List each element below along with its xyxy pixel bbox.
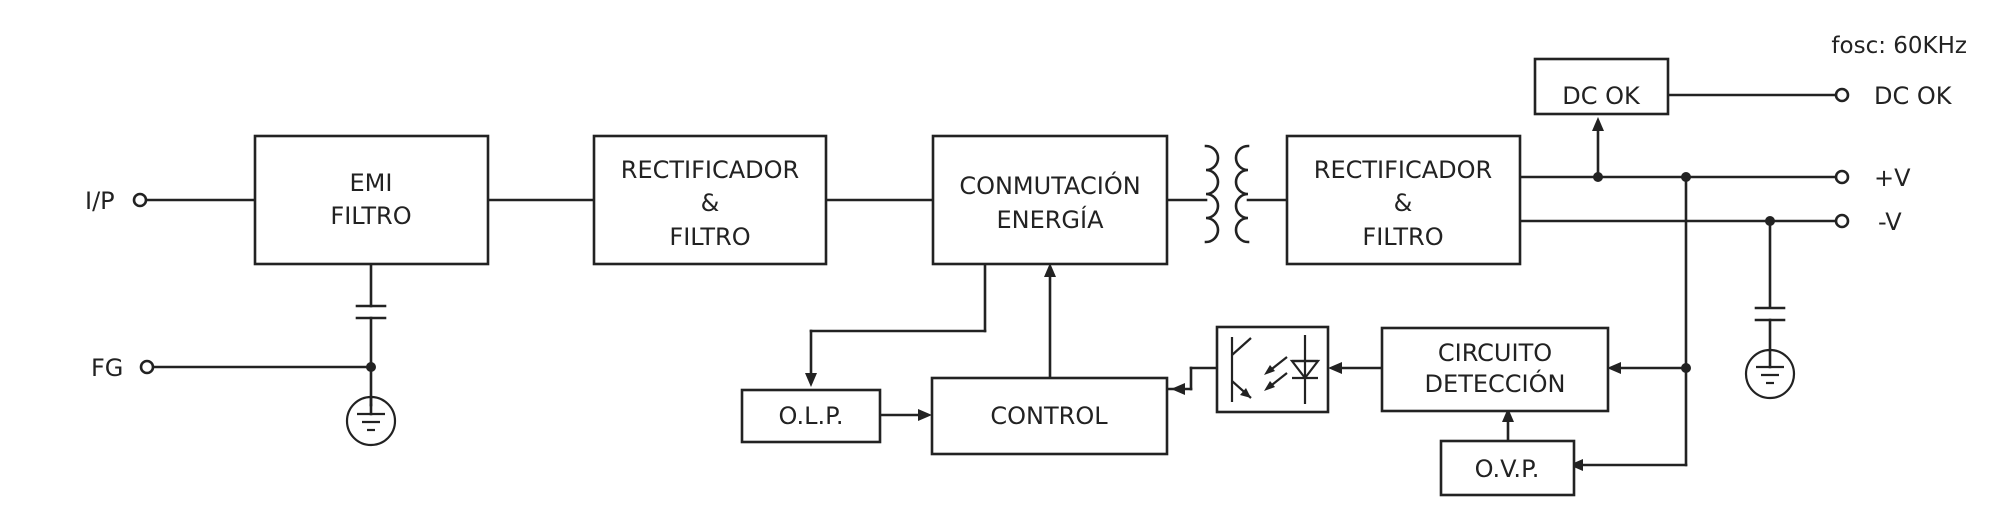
block-input-rectifier: RECTIFICADOR & FILTRO [592,134,828,266]
terminal-icon [1834,169,1850,185]
arrow-to-dc-ok [1592,117,1604,131]
junction-dots [366,172,1775,373]
terminal-icon [139,359,155,375]
terminal-input: I/P [85,187,148,215]
svg-text:DC OK: DC OK [1874,82,1953,110]
svg-text:O.L.P.: O.L.P. [779,402,844,430]
wiring [143,93,1838,467]
svg-text:FILTRO: FILTRO [1362,223,1443,251]
arrow-ovp-to-detection [1502,408,1514,422]
terminal-plus-v: +V [1834,164,1911,192]
arrow-to-optocoupler [1328,362,1342,374]
arrow-to-detection [1607,362,1621,374]
svg-text:&: & [1394,189,1413,217]
block-dc-ok: DC OK [1533,57,1670,116]
svg-text:+V: +V [1874,164,1911,192]
svg-text:FILTRO: FILTRO [669,223,750,251]
block-detection: CIRCUITO DETECCIÓN [1380,326,1610,413]
arrow-to-ovp [1569,459,1583,471]
svg-text:&: & [701,189,720,217]
arrow-to-switching [1044,263,1056,277]
terminal-icon [1834,213,1850,229]
svg-text:ENERGÍA: ENERGÍA [996,205,1104,234]
svg-text:CONTROL: CONTROL [990,402,1108,430]
frequency-note: fosc: 60KHz [1831,33,1967,59]
svg-text:DC OK: DC OK [1562,82,1641,110]
terminal-icon [1834,87,1850,103]
svg-text:RECTIFICADOR: RECTIFICADOR [1314,156,1492,184]
ground-icon [1744,348,1796,400]
svg-text:FILTRO: FILTRO [330,202,411,230]
svg-text:RECTIFICADOR: RECTIFICADOR [621,156,799,184]
terminal-minus-v: -V [1834,208,1902,236]
svg-text:-V: -V [1878,208,1902,236]
svg-text:I/P: I/P [85,187,115,215]
svg-text:CIRCUITO: CIRCUITO [1438,339,1552,367]
terminal-dc-ok: DC OK [1834,82,1953,110]
svg-text:CONMUTACIÓN: CONMUTACIÓN [959,170,1140,200]
ground-icon [345,395,397,447]
terminal-frame-ground: FG [91,354,155,382]
arrowheads [805,117,1621,471]
block-olp: O.L.P. [740,388,882,444]
transformer-icon [1204,144,1250,244]
arrow-to-olp [805,373,817,387]
svg-text:EMI: EMI [350,169,393,197]
optocoupler-icon [1215,325,1330,414]
capacitor-icon [1754,306,1786,322]
block-ovp: O.V.P. [1439,439,1576,497]
arrow-olp-to-control [918,409,932,421]
block-switching: CONMUTACIÓN ENERGÍA [931,134,1169,266]
terminal-icon [132,192,148,208]
svg-text:O.V.P.: O.V.P. [1475,455,1540,483]
svg-text:FG: FG [91,354,123,382]
capacitor-icon [355,304,387,320]
block-output-rectifier: RECTIFICADOR & FILTRO [1285,134,1522,266]
block-emi-filter: EMI FILTRO [253,134,490,266]
block-control: CONTROL [930,376,1169,456]
arrow-to-control-from-opto [1171,383,1185,395]
svg-text:DETECCIÓN: DETECCIÓN [1425,368,1566,398]
